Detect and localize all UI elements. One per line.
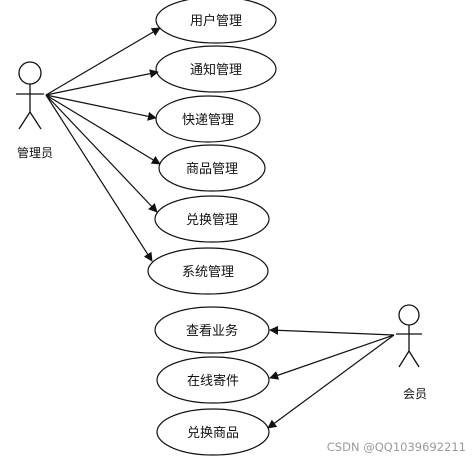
association-arrow-admin-to-user-management <box>45 27 161 96</box>
actor-member-leg-right <box>408 350 420 368</box>
association-arrow-member-to-view-business <box>269 325 395 336</box>
association-arrow-admin-to-notice-management <box>45 69 159 96</box>
usecase-courier-management-label: 快递管理 <box>182 113 234 128</box>
watermark-text: CSDN @QQ1039692211 <box>327 440 466 454</box>
usecase-exchange-product-label: 兑换商品 <box>187 426 239 441</box>
actor-member-head <box>398 304 420 326</box>
actor-admin-label: 管理员 <box>17 145 53 160</box>
actor-admin-head <box>18 61 42 85</box>
usecase-view-business-label: 查看业务 <box>186 323 238 339</box>
usecase-notice-management-label: 通知管理 <box>190 62 242 78</box>
usecase-courier-management: 快递管理 <box>155 95 261 143</box>
actor-member-leg-left <box>398 350 410 368</box>
actor-admin: 管理员 <box>16 61 53 160</box>
usecase-exchange-product: 兑换商品 <box>156 408 270 456</box>
usecase-notice-management: 通知管理 <box>155 45 277 93</box>
actor-admin-leg-left <box>18 111 31 130</box>
association-arrow-admin-to-exchange-management <box>45 94 158 213</box>
usecase-system-management: 系统管理 <box>147 247 269 295</box>
usecase-online-shipping-label: 在线寄件 <box>187 373 239 389</box>
actor-member: 会员 <box>396 304 427 401</box>
usecase-product-management: 商品管理 <box>158 144 266 192</box>
usecase-view-business: 查看业务 <box>154 306 270 354</box>
association-arrow-admin-to-courier-management <box>45 94 157 121</box>
association-arrow-admin-to-system-management <box>45 94 153 262</box>
usecase-user-management-label: 用户管理 <box>190 13 242 29</box>
association-arrow-admin-to-product-management <box>45 94 161 165</box>
actor-admin-leg-right <box>29 111 42 130</box>
actor-member-label: 会员 <box>403 387 427 401</box>
usecase-exchange-management-label: 兑换管理 <box>186 213 238 228</box>
usecase-user-management: 用户管理 <box>155 0 277 44</box>
association-arrow-member-to-online-shipping <box>269 334 395 380</box>
usecase-product-management-label: 商品管理 <box>186 162 238 177</box>
usecase-system-management-label: 系统管理 <box>182 265 234 280</box>
association-arrow-member-to-exchange-product <box>267 334 395 429</box>
usecase-online-shipping: 在线寄件 <box>156 356 270 404</box>
usecase-exchange-management: 兑换管理 <box>154 195 270 243</box>
